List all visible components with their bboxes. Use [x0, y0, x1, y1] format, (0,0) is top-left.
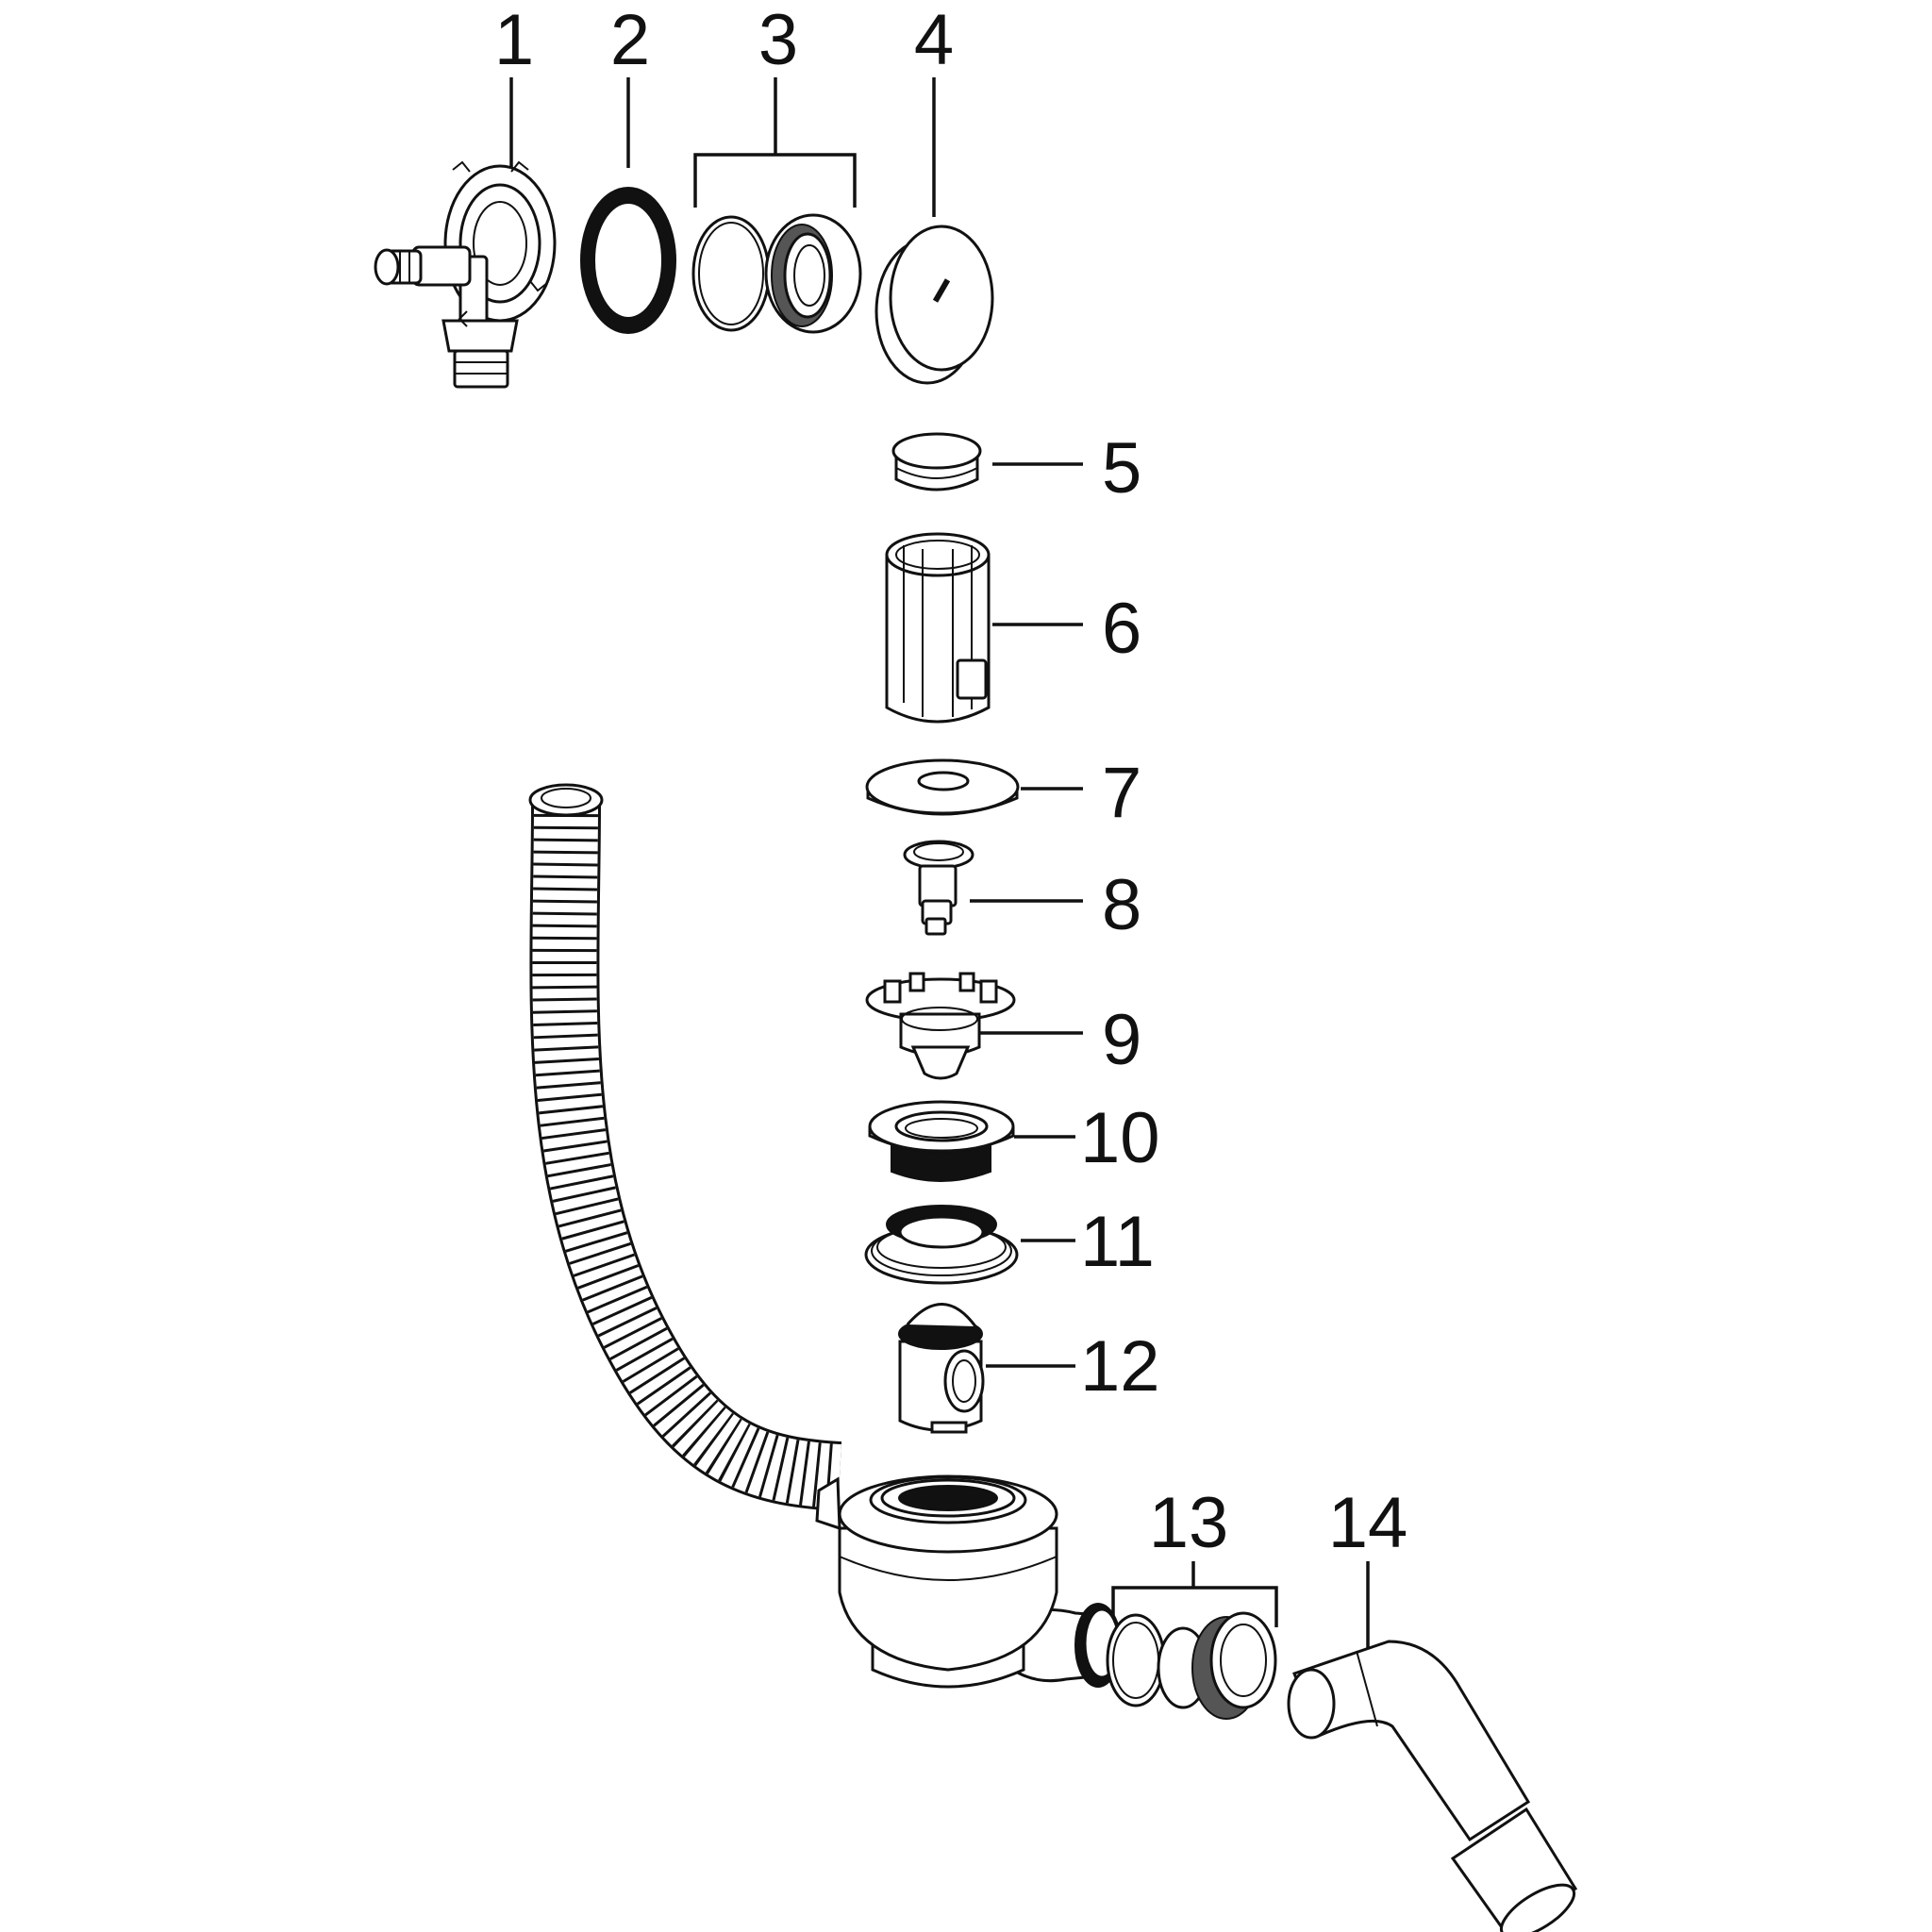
bent-pipe-icon	[1287, 1640, 1578, 1932]
part-label-2: 2	[610, 0, 650, 80]
part-label-5: 5	[1102, 428, 1141, 508]
part-label-12: 12	[1080, 1326, 1160, 1407]
flat-gasket-icon	[580, 187, 676, 334]
part-label-13: 13	[1149, 1483, 1229, 1563]
leader-lines	[509, 77, 1370, 1665]
part-label-1: 1	[494, 0, 534, 80]
waste-flange-icon	[868, 1100, 1015, 1182]
conical-gasket-icon	[864, 1205, 1019, 1285]
cap-icon	[891, 432, 982, 491]
union-nut-icon	[1106, 1611, 1277, 1720]
part-label-10: 10	[1080, 1098, 1160, 1178]
part-label-4: 4	[914, 0, 954, 80]
part-label-8: 8	[1102, 865, 1141, 945]
part-label-14: 14	[1328, 1483, 1408, 1563]
clip-housing-icon	[865, 972, 1016, 1080]
washer-icon	[865, 758, 1020, 816]
strainer-icon	[898, 1303, 985, 1434]
plug-stem-icon	[903, 840, 974, 936]
overflow-rosette-icon	[764, 213, 862, 334]
o-ring-icon	[691, 215, 771, 332]
overflow-elbow-icon	[374, 160, 557, 389]
part-label-7: 7	[1102, 753, 1141, 833]
part-label-9: 9	[1102, 1000, 1141, 1080]
overflow-cover-icon	[874, 225, 994, 385]
corrugated-hose-icon	[528, 783, 842, 1511]
part-label-3: 3	[758, 0, 798, 80]
part-label-6: 6	[1102, 589, 1141, 669]
cartridge-icon	[885, 532, 991, 724]
trap-body-icon	[815, 1474, 1122, 1689]
part-label-11: 11	[1080, 1202, 1155, 1282]
